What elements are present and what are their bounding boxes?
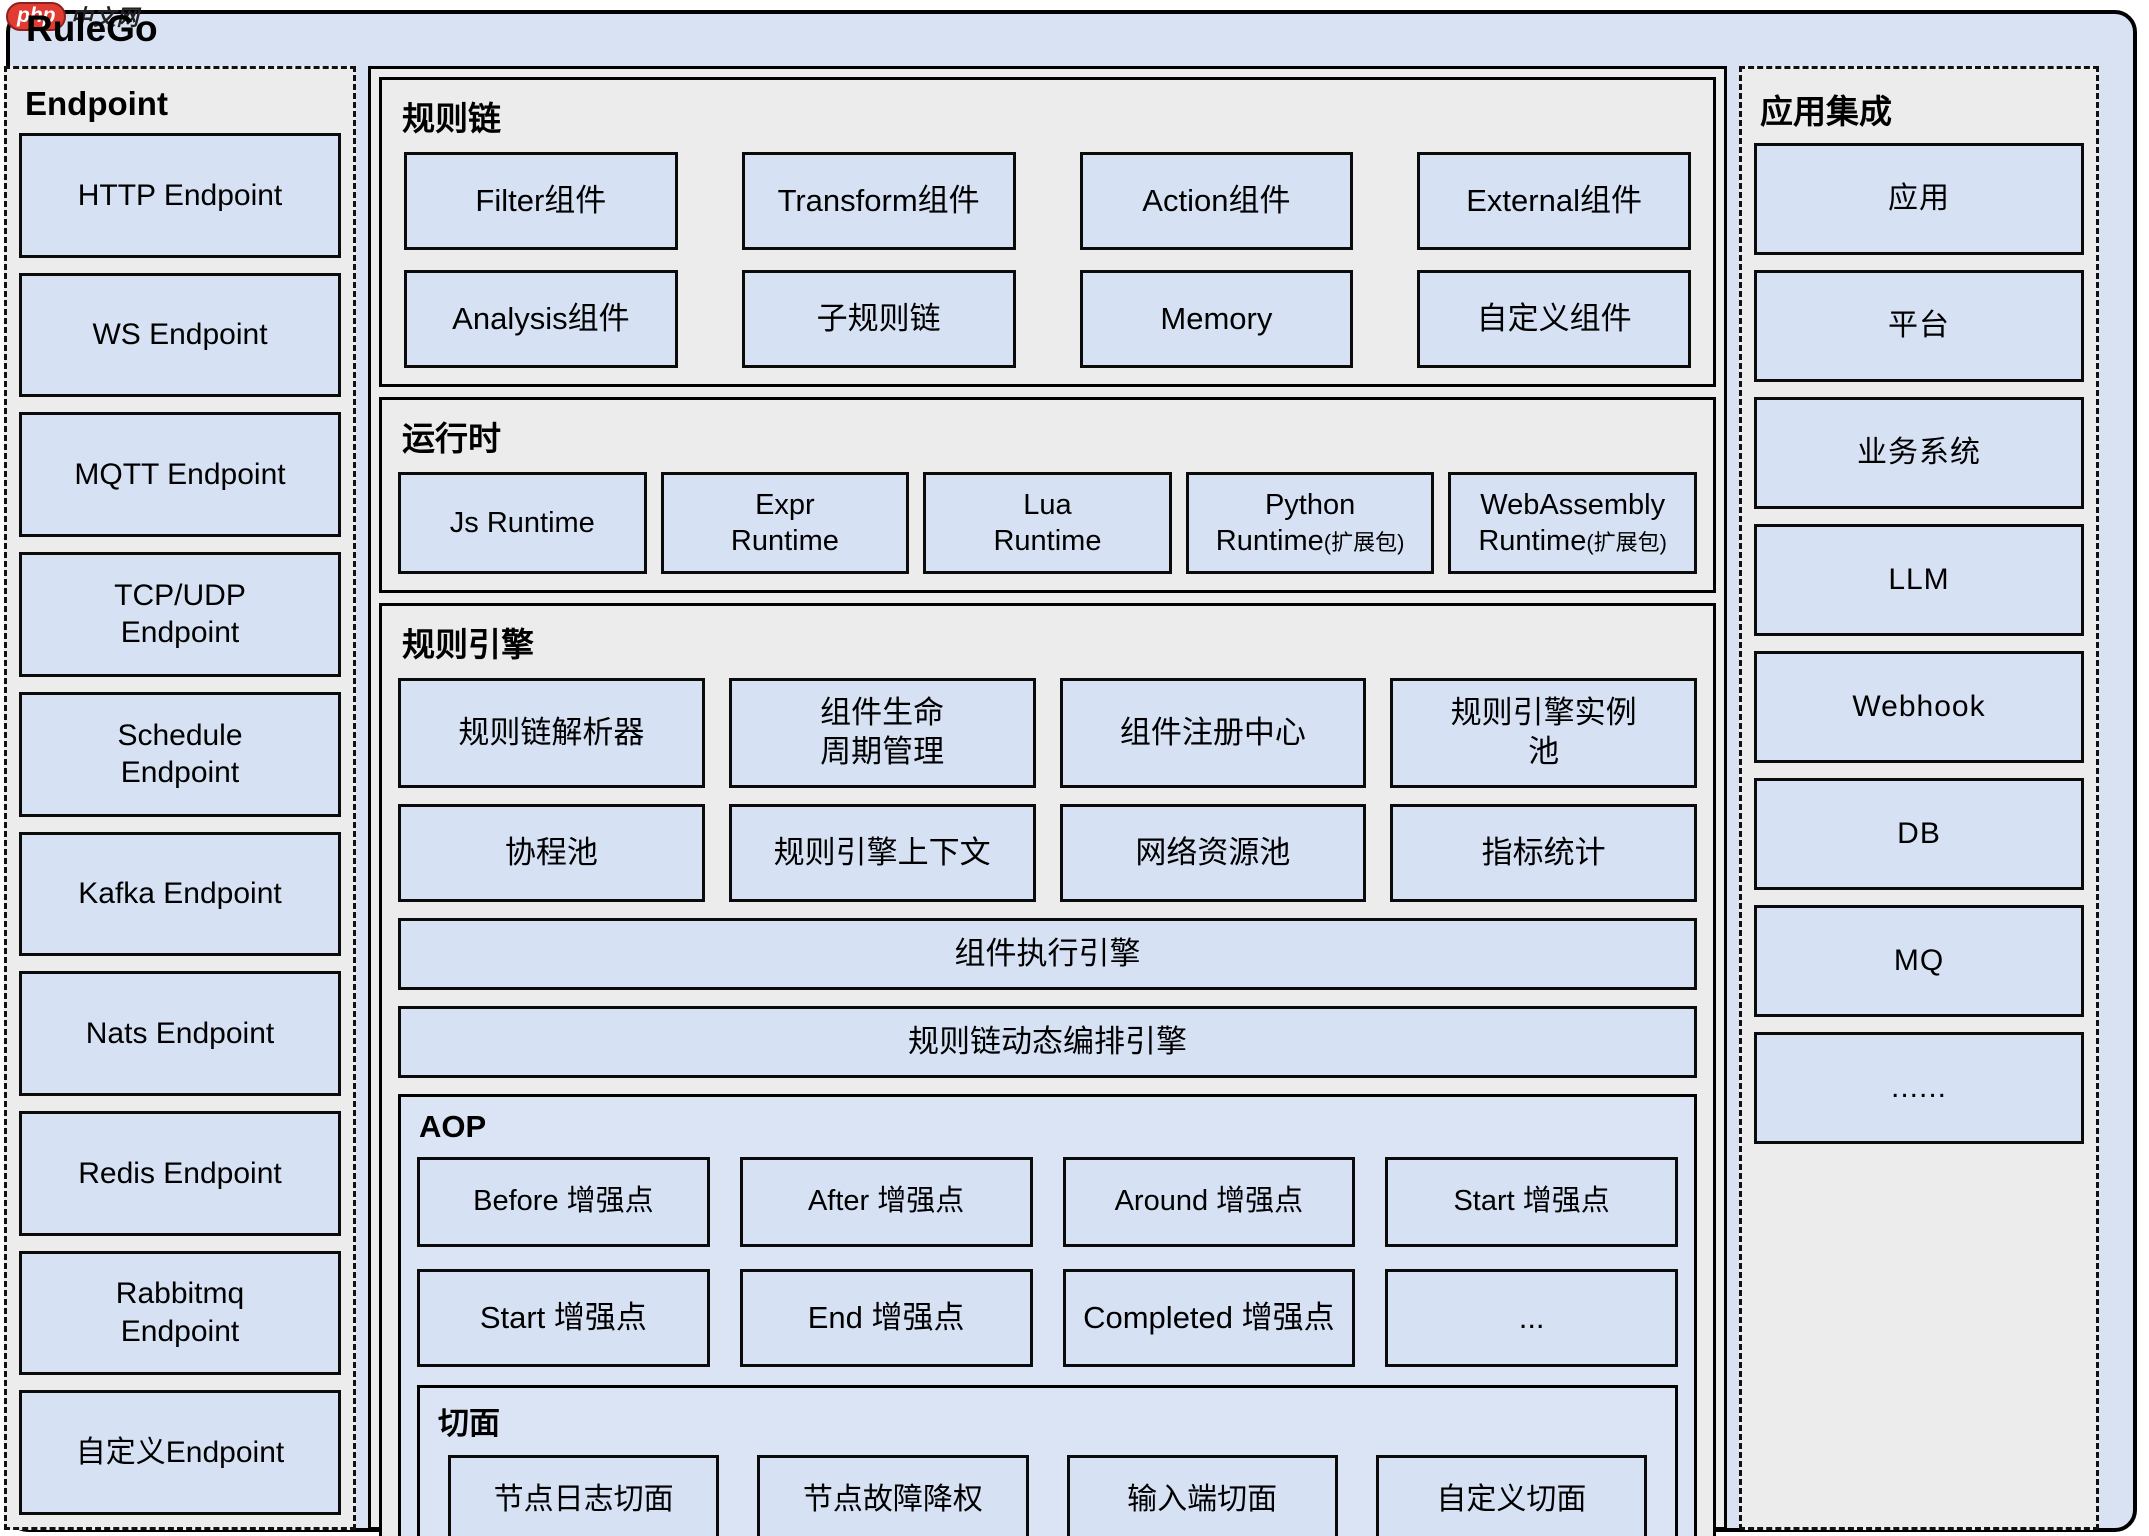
aspect-box-custom: 自定义切面 <box>1375 1455 1647 1536</box>
runtime-box-lua: Lua Runtime <box>923 472 1172 574</box>
rule-chain-box-external: External组件 <box>1417 152 1691 250</box>
engine-box-net-pool: 网络资源池 <box>1059 804 1367 902</box>
aspect-title: 切面 <box>438 1406 500 1441</box>
runtime-section: 运行时 Js Runtime Expr Runtime Lua Runtime … <box>379 397 1716 593</box>
endpoint-item-redis: Redis Endpoint <box>19 1110 341 1236</box>
php-site-logo: php 中文网 <box>6 0 140 32</box>
aop-box-start1: Start 增强点 <box>1385 1157 1678 1247</box>
rule-chain-box-analysis: Analysis组件 <box>404 270 678 368</box>
endpoint-item-tcp-udp: TCP/UDP Endpoint <box>19 552 341 677</box>
runtime-box-lua-label: Lua Runtime <box>993 488 1102 557</box>
rule-chain-grid: Filter组件 Transform组件 Action组件 External组件… <box>398 152 1697 368</box>
endpoint-item-kafka: Kafka Endpoint <box>19 831 341 957</box>
aop-box-more: ... <box>1385 1269 1678 1367</box>
aspect-box-node-failover: 节点故障降权 <box>757 1455 1029 1536</box>
rule-engine-grid-row2: 协程池 规则引擎上下文 网络资源池 指标统计 <box>398 804 1697 902</box>
engine-box-registry: 组件注册中心 <box>1059 678 1367 788</box>
rule-chain-box-transform: Transform组件 <box>741 152 1016 250</box>
aop-box-start2: Start 增强点 <box>417 1269 710 1367</box>
rule-engine-title: 规则引擎 <box>402 626 534 663</box>
aspect-box-node-log: 节点日志切面 <box>448 1455 720 1536</box>
engine-box-instance-pool: 规则引擎实例 池 <box>1390 678 1697 788</box>
endpoint-item-schedule: Schedule Endpoint <box>19 691 341 817</box>
aop-box-end: End 增强点 <box>739 1269 1033 1367</box>
rule-chain-box-subchain: 子规则链 <box>741 270 1016 368</box>
aop-box-around: Around 增强点 <box>1062 1157 1356 1247</box>
endpoint-item-nats: Nats Endpoint <box>19 971 341 1096</box>
aop-grid-row1: Before 增强点 After 增强点 Around 增强点 Start 增强… <box>417 1157 1678 1247</box>
diagram-body: Endpoint HTTP Endpoint WS Endpoint MQTT … <box>4 66 2145 1536</box>
runtime-box-expr-label: Expr Runtime <box>730 488 839 557</box>
integration-item-mq: MQ <box>1754 905 2084 1017</box>
runtime-box-wasm-label: WebAssembly Runtime <box>1478 488 1666 557</box>
endpoint-column: Endpoint HTTP Endpoint WS Endpoint MQTT … <box>4 66 356 1530</box>
runtime-box-python-label: Python Runtime <box>1215 488 1356 557</box>
runtime-grid: Js Runtime Expr Runtime Lua Runtime Pyth… <box>398 472 1697 574</box>
rule-chain-section: 规则链 Filter组件 Transform组件 Action组件 Extern… <box>379 77 1716 387</box>
aop-box-before: Before 增强点 <box>417 1157 710 1247</box>
rule-chain-box-action: Action组件 <box>1079 152 1354 250</box>
runtime-box-python-suffix: (扩展包) <box>1323 530 1405 555</box>
aop-title: AOP <box>419 1109 487 1144</box>
endpoint-item-mqtt: MQTT Endpoint <box>19 412 341 538</box>
page-title: RuleGo <box>26 8 158 49</box>
php-logo-text: 中文网 <box>70 5 140 30</box>
aop-grid-row2: Start 增强点 End 增强点 Completed 增强点 ... <box>417 1269 1678 1367</box>
integration-item-app: 应用 <box>1754 143 2084 255</box>
rule-chain-box-filter: Filter组件 <box>404 152 678 250</box>
integration-item-more: ...... <box>1754 1032 2084 1144</box>
engine-box-context: 规则引擎上下文 <box>728 804 1036 902</box>
engine-box-goroutine-pool: 协程池 <box>398 804 705 902</box>
integration-item-webhook: Webhook <box>1754 651 2084 763</box>
integration-column: 应用集成 应用 平台 业务系统 LLM Webhook DB MQ ...... <box>1739 66 2099 1530</box>
endpoint-item-custom: 自定义Endpoint <box>19 1390 341 1516</box>
engine-bar-executor: 组件执行引擎 <box>398 918 1697 990</box>
integration-item-platform: 平台 <box>1754 270 2084 382</box>
core-panel: 规则链 Filter组件 Transform组件 Action组件 Extern… <box>368 66 1727 1536</box>
aspect-grid: 节点日志切面 节点故障降权 输入端切面 自定义切面 <box>436 1455 1659 1536</box>
php-logo-icon: php <box>6 1 67 31</box>
runtime-box-expr: Expr Runtime <box>660 472 910 574</box>
rule-engine-grid-row1: 规则链解析器 组件生命 周期管理 组件注册中心 规则引擎实例 池 <box>398 678 1697 788</box>
rule-engine-section: 规则引擎 规则链解析器 组件生命 周期管理 组件注册中心 规则引擎实例 池 协程… <box>379 603 1716 1536</box>
endpoint-item-ws: WS Endpoint <box>19 272 341 398</box>
rule-chain-title: 规则链 <box>402 100 501 137</box>
rule-chain-box-memory: Memory <box>1079 270 1354 368</box>
aspect-panel: 切面 节点日志切面 节点故障降权 输入端切面 自定义切面 <box>417 1385 1678 1536</box>
integration-list: 应用 平台 业务系统 LLM Webhook DB MQ ...... <box>1754 143 2084 1144</box>
aop-panel: AOP Before 增强点 After 增强点 Around 增强点 Star… <box>398 1094 1697 1536</box>
rule-chain-box-custom: 自定义组件 <box>1417 270 1691 368</box>
engine-box-metrics: 指标统计 <box>1390 804 1697 902</box>
aop-box-completed: Completed 增强点 <box>1062 1269 1356 1367</box>
aspect-box-input: 输入端切面 <box>1066 1455 1338 1536</box>
endpoint-list: HTTP Endpoint WS Endpoint MQTT Endpoint … <box>19 133 341 1516</box>
runtime-box-python: Python Runtime(扩展包) <box>1185 472 1435 574</box>
integration-column-title: 应用集成 <box>1760 93 1892 130</box>
runtime-box-wasm-suffix: (扩展包) <box>1586 530 1668 555</box>
runtime-title: 运行时 <box>402 420 501 457</box>
endpoint-item-http: HTTP Endpoint <box>19 133 341 258</box>
engine-box-chain-parser: 规则链解析器 <box>398 678 705 788</box>
endpoint-column-title: Endpoint <box>25 85 168 122</box>
runtime-box-js-label: Js Runtime <box>449 506 595 539</box>
runtime-box-js: Js Runtime <box>398 472 647 574</box>
aop-box-after: After 增强点 <box>739 1157 1033 1247</box>
engine-bar-orchestration: 规则链动态编排引擎 <box>398 1006 1697 1078</box>
integration-item-llm: LLM <box>1754 524 2084 636</box>
integration-item-db: DB <box>1754 778 2084 890</box>
engine-box-lifecycle: 组件生命 周期管理 <box>728 678 1036 788</box>
integration-item-business-system: 业务系统 <box>1754 397 2084 509</box>
runtime-box-wasm: WebAssembly Runtime(扩展包) <box>1448 472 1697 574</box>
endpoint-item-rabbitmq: Rabbitmq Endpoint <box>19 1250 341 1376</box>
